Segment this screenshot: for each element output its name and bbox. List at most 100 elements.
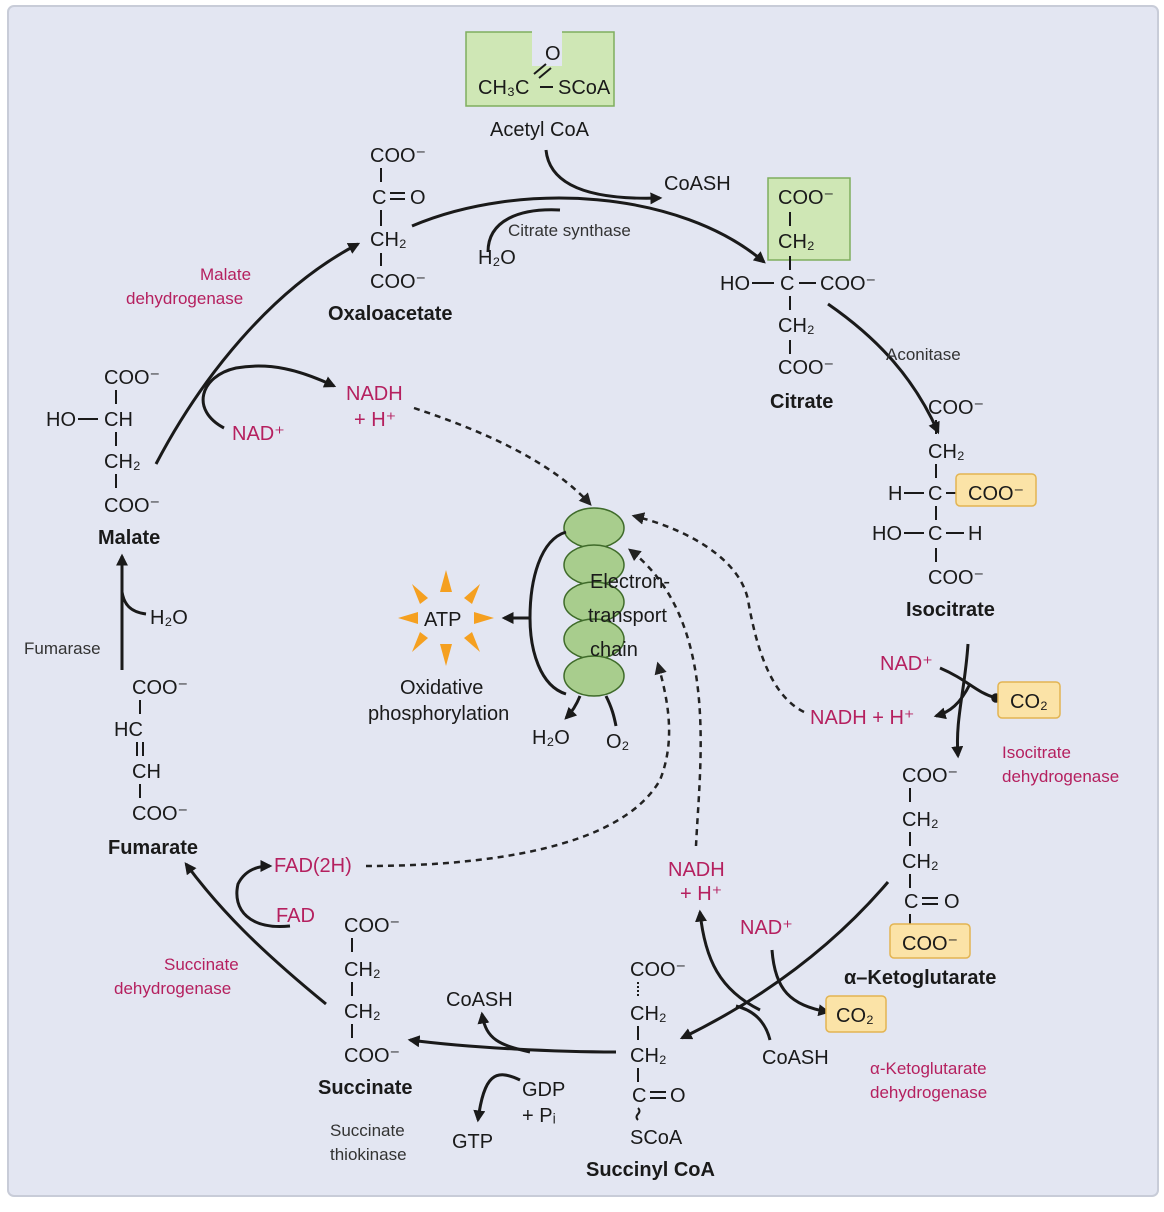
isocitrate-h-right: H <box>968 523 982 545</box>
fumarate: COO⁻ HC CH COO⁻ Fumarate <box>108 677 198 859</box>
oxaloacetate-label: Oxaloacetate <box>328 303 453 325</box>
succinyl-coa-c: C <box>632 1085 646 1107</box>
atp-caption-1: Oxidative <box>400 677 483 699</box>
malate-ho: HO <box>46 409 76 431</box>
oxaloacetate-coo-top: COO⁻ <box>370 145 426 167</box>
citrate-coo-bottom: COO⁻ <box>778 357 834 379</box>
isocitrate-c-lower: C <box>928 523 942 545</box>
akg-c: C <box>904 891 918 913</box>
isocitrate-coo-bottom: COO⁻ <box>928 567 984 589</box>
fumarase-water-curve <box>120 591 147 616</box>
fumarate-hc: HC <box>114 719 143 741</box>
malate-dh-enzyme-2: dehydrogenase <box>126 289 243 308</box>
akg-ch2-lower: CH₂ <box>902 851 939 873</box>
citrate-synthase-h2o: H₂O <box>478 247 516 269</box>
malate-dh-nadh-1: NADH <box>346 383 403 405</box>
nadh-out-curve <box>933 683 972 720</box>
succinyl-coa-ch2-upper: CH₂ <box>630 1003 667 1025</box>
malate-coo-top: COO⁻ <box>104 367 160 389</box>
etc-line-2: transport <box>588 605 667 627</box>
etc-feed-curves <box>528 530 567 696</box>
malate-nadh-to-etc <box>413 406 592 506</box>
succinyl-coa-o: O <box>670 1085 686 1107</box>
oxaloacetate-o: O <box>410 187 426 209</box>
isocitrate-co2-box <box>997 681 1061 719</box>
atp-sun-icon <box>398 570 494 666</box>
succinyl-coa-coo: COO⁻ <box>630 959 686 981</box>
akg-co2-box <box>825 995 887 1033</box>
succinate-dh-fad: FAD <box>276 905 315 927</box>
fumarate-coo-top: COO⁻ <box>132 677 188 699</box>
citrate-synthase-arrow <box>411 196 766 264</box>
isocitrate-dh-co2: CO₂ <box>1010 691 1048 713</box>
succinate-dh-arrow <box>184 862 327 1006</box>
thiokinase-pi: + Pᵢ <box>522 1105 556 1127</box>
etc-o2: O₂ <box>606 731 629 753</box>
akg-dh-coash: CoASH <box>762 1047 829 1069</box>
citrate: COO⁻ CH₂ HO C COO⁻ CH₂ COO⁻ Citrate <box>720 177 876 413</box>
akg-dh-nad: NAD⁺ <box>740 917 793 939</box>
malate-label: Malate <box>98 527 160 549</box>
citrate-ho: HO <box>720 273 750 295</box>
akg-dh-co2: CO₂ <box>836 1005 874 1027</box>
akg-o: O <box>944 891 960 913</box>
akg-coo-top: COO⁻ <box>902 765 958 787</box>
coash-top: CoASH <box>664 173 731 195</box>
akg-label: α–Ketoglutarate <box>844 967 996 989</box>
fumarate-ch: CH <box>132 761 161 783</box>
fumarate-coo-bottom: COO⁻ <box>132 803 188 825</box>
succinate-ch2-upper: CH₂ <box>344 959 381 981</box>
isocitrate-coo-top: COO⁻ <box>928 397 984 419</box>
isocitrate-dh-nadh: NADH + H⁺ <box>810 707 914 729</box>
akg-ch2-upper: CH₂ <box>902 809 939 831</box>
acetyl-coa-oxygen: O <box>545 43 561 65</box>
citrate-coo-top: COO⁻ <box>778 187 834 209</box>
malate-ch2: CH₂ <box>104 451 141 473</box>
aconitase-enzyme: Aconitase <box>886 345 961 364</box>
fad2h-to-etc <box>365 661 671 868</box>
etc-h2o-arrow <box>564 695 582 720</box>
succinate-dh-enzyme-1: Succinate <box>164 955 239 974</box>
fumarase-h2o: H₂O <box>150 607 188 629</box>
malate: COO⁻ HO CH CH₂ COO⁻ Malate <box>46 367 160 549</box>
malate-dh-nadh-2: + H⁺ <box>354 409 396 431</box>
acetyl-coa-label: Acetyl CoA <box>490 119 590 141</box>
akg-nadh-to-etc <box>628 548 702 847</box>
malate-dh-nad: NAD⁺ <box>232 423 285 445</box>
citrate-c: C <box>780 273 794 295</box>
akg-dh-nadh-1: NADH <box>668 859 725 881</box>
oxaloacetate: COO⁻ C O CH₂ COO⁻ Oxaloacetate <box>328 145 453 325</box>
malate-dh-arrow <box>154 242 361 465</box>
succinate-label: Succinate <box>318 1077 412 1099</box>
oxaloacetate-ch2: CH₂ <box>370 229 407 251</box>
aconitase-arrow <box>827 302 940 435</box>
succinyl-coa-ch2-lower: CH₂ <box>630 1045 667 1067</box>
atp-label: ATP <box>424 609 461 631</box>
isocitrate-dh-enzyme-1: Isocitrate <box>1002 743 1071 762</box>
isocitrate-coo-box: COO⁻ <box>968 483 1024 505</box>
isocitrate-dh-arrow <box>951 643 970 759</box>
succinate: COO⁻ CH₂ CH₂ COO⁻ Succinate <box>318 915 412 1099</box>
alpha-ketoglutarate: COO⁻ CH₂ CH₂ C O COO⁻ α–Ketoglutarate <box>844 765 996 989</box>
etc-h2o: H₂O <box>532 727 570 749</box>
etc-line-1: Electron- <box>590 571 670 593</box>
atp-caption-2: phosphorylation <box>368 703 509 725</box>
akg-orange-box <box>889 923 971 959</box>
water-input-curve <box>486 208 561 253</box>
fumarate-label: Fumarate <box>108 837 198 859</box>
isocitrate-dh-enzyme-2: dehydrogenase <box>1002 767 1119 786</box>
citrate-synthase-enzyme: Citrate synthase <box>508 221 631 240</box>
thiokinase-coash: CoASH <box>446 989 513 1011</box>
oxaloacetate-coo-bottom: COO⁻ <box>370 271 426 293</box>
malate-ch: CH <box>104 409 133 431</box>
isocitrate-orange-box <box>955 473 1037 507</box>
thiokinase-gtp: GTP <box>452 1131 493 1153</box>
akg-nad-in-curve <box>770 949 831 1017</box>
isocitrate-h-left: H <box>888 483 902 505</box>
succinate-coo-top: COO⁻ <box>344 915 400 937</box>
succinyl-coa-label: Succinyl CoA <box>586 1159 715 1181</box>
oxaloacetate-c: C <box>372 187 386 209</box>
acetyl-coa: O CH₃C SCoA Acetyl CoA <box>465 30 615 141</box>
acetyl-coa-ch3c: CH₃C <box>478 77 529 99</box>
